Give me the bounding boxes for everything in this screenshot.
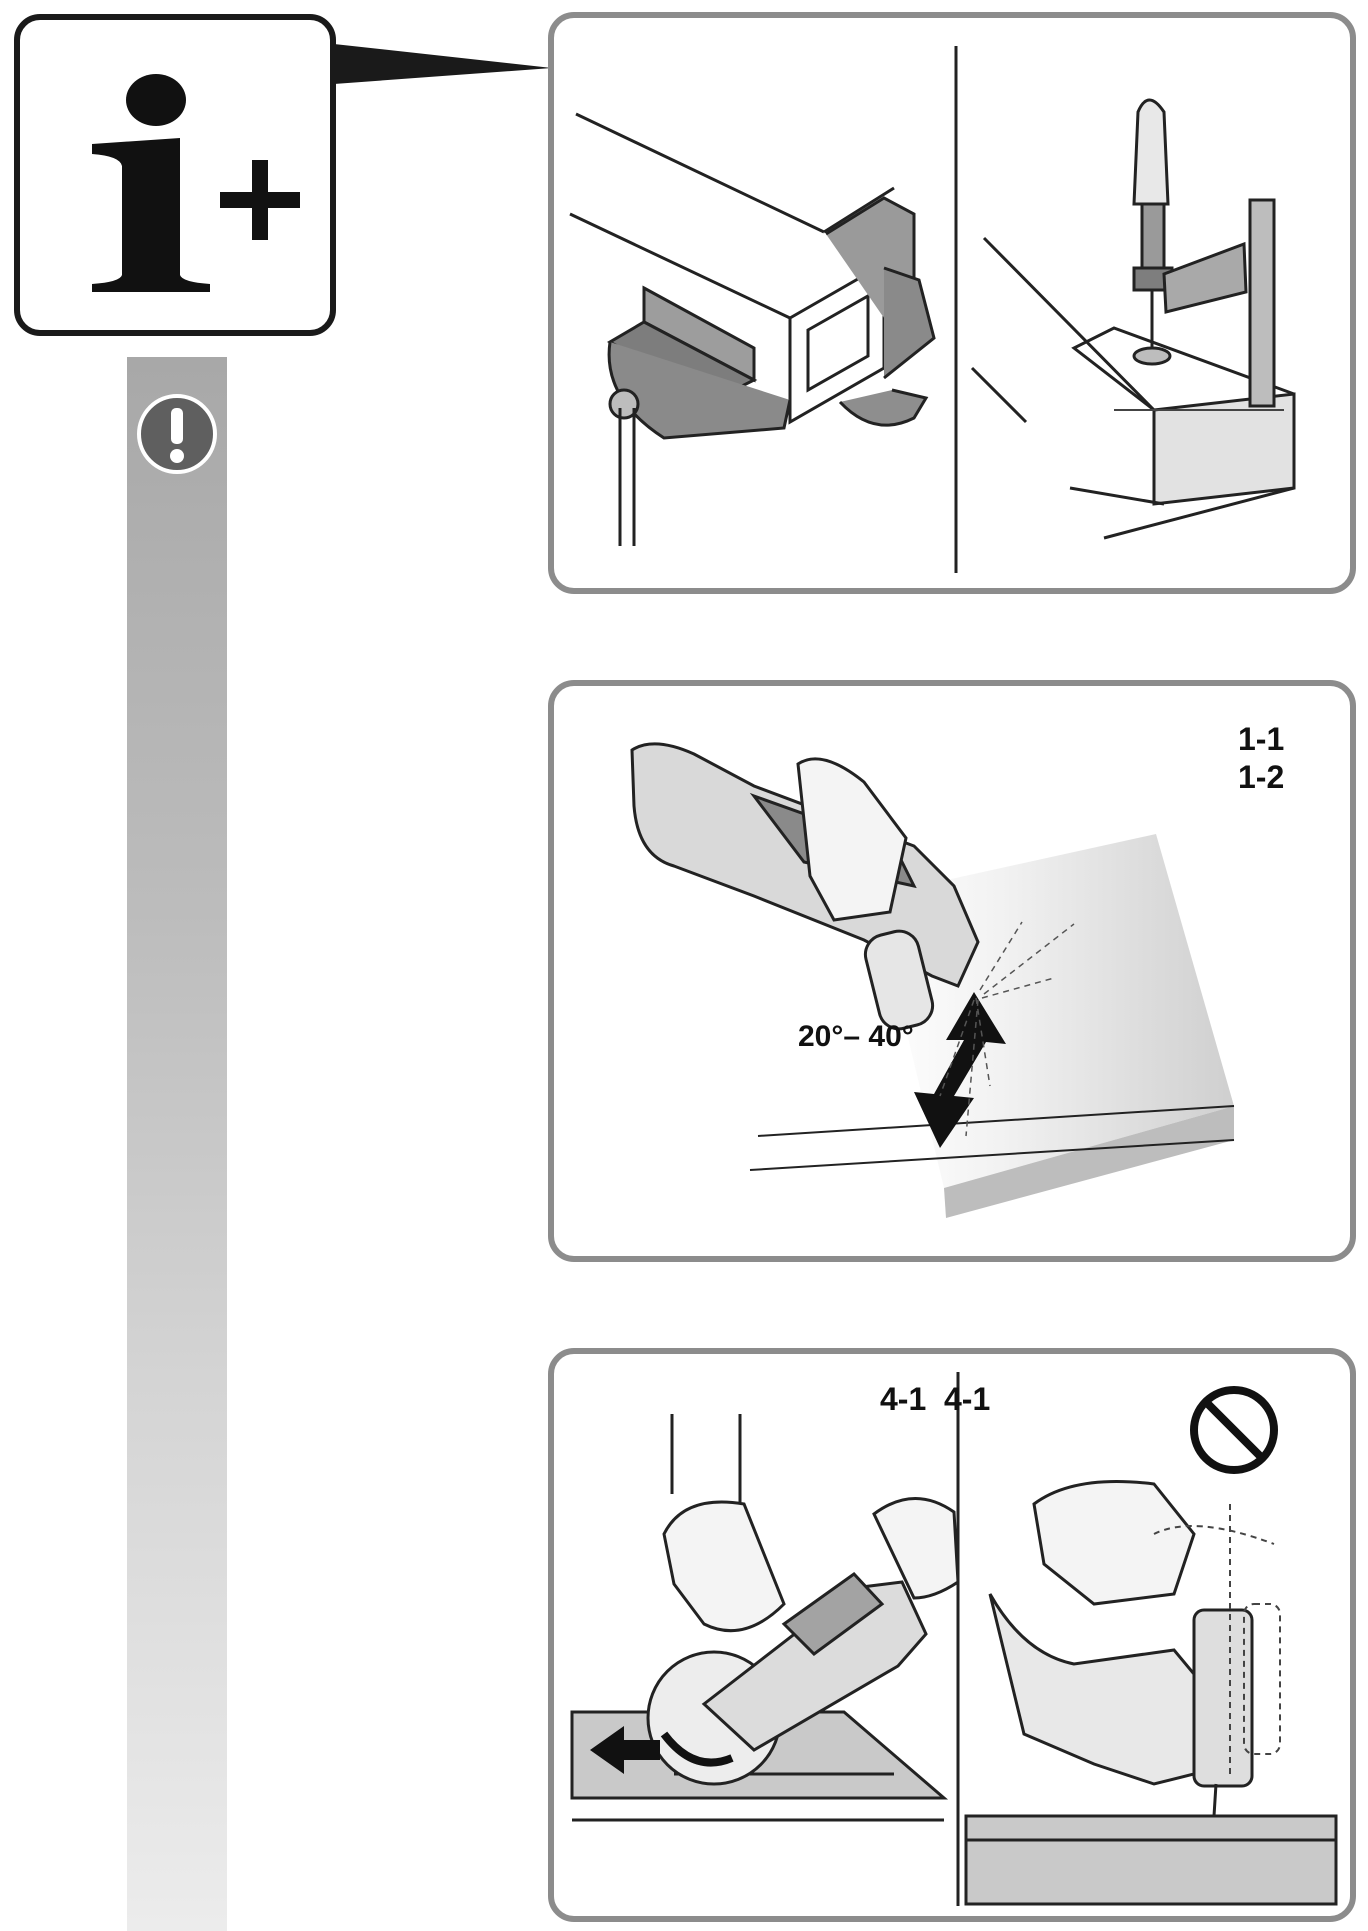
vise-clamp-illustration <box>569 46 1296 573</box>
step-label-1-1: 1-1 <box>554 686 600 693</box>
step-label-4-1-left: 4-1 <box>880 1381 927 1417</box>
illustration-panel-grinding-angle: 1-1 1-1 1-2 20°– 40° <box>548 680 1356 1262</box>
step-label-1-1: 1-1 <box>1238 721 1285 757</box>
angle-arrow <box>914 992 1006 1148</box>
grinder-angle-illustration: 1-1 <box>554 686 1235 1218</box>
warning-exclamation-icon <box>137 394 217 474</box>
info-plus-icon <box>92 74 300 292</box>
angle-grinder <box>630 742 980 1031</box>
prohibited-icon <box>1190 1386 1278 1474</box>
callout-pointer <box>334 44 552 84</box>
vise-illustration <box>569 112 936 546</box>
gradient-sidebar <box>127 357 227 1931</box>
left-arrow <box>590 1726 660 1774</box>
illustration-panel-cutting-direction: 4-1 4-1 <box>548 1348 1356 1922</box>
info-plus-box <box>14 14 336 336</box>
prohibited-cutting-illustration <box>964 1480 1338 1906</box>
dashed-position <box>1153 1504 1281 1774</box>
sparks <box>939 921 1075 1137</box>
step-label-4-1-right: 4-1 <box>944 1381 991 1417</box>
illustration-panel-securing-workpiece <box>548 12 1356 594</box>
angle-label: 20°– 40° <box>798 1020 914 1053</box>
rotation-arrow <box>660 1731 734 1767</box>
cutting-direction-illustration <box>570 1372 1338 1906</box>
step-label-1-2: 1-2 <box>1238 759 1285 795</box>
clamp-illustration <box>970 98 1296 540</box>
